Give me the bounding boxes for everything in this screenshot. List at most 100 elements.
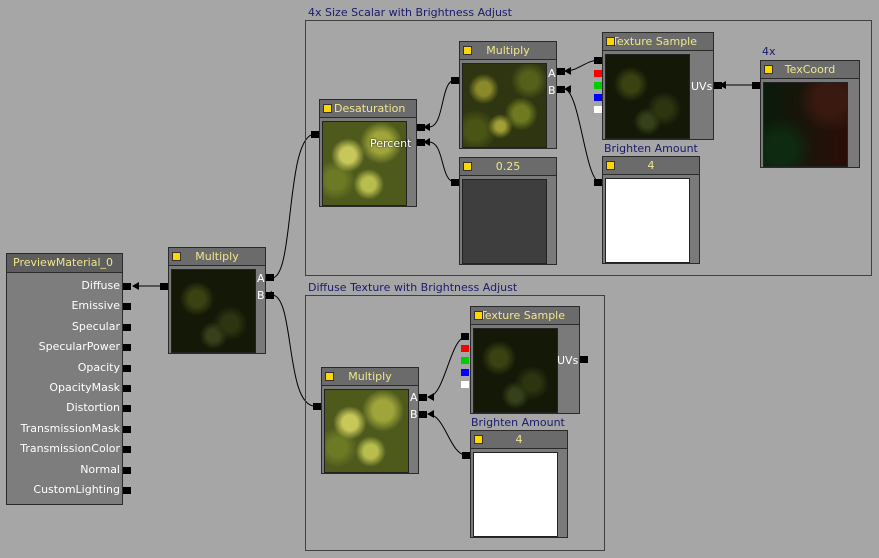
texcoord-header[interactable]: TexCoord (761, 61, 859, 79)
material-node-title: PreviewMaterial_0 (13, 256, 114, 269)
texture-sample-bottom-uvs-pin[interactable] (580, 356, 588, 363)
multiply-top-title: Multiply (486, 44, 530, 57)
wire-arrowhead (132, 282, 139, 290)
multiply-main-node[interactable]: Multiply A B (168, 247, 266, 354)
multiply-top-preview (462, 63, 547, 148)
texture-sample-top-rgb-pin[interactable] (594, 57, 602, 64)
multiply-top-pin-a[interactable] (557, 68, 565, 75)
wire-arrowhead (265, 291, 272, 299)
material-input-diffuse-pin[interactable] (123, 283, 131, 290)
brighten-top-header[interactable]: 4 (603, 157, 699, 175)
multiply-top-pin-b-label: B (548, 84, 556, 97)
material-input-customlighting-pin[interactable] (123, 487, 131, 494)
desaturation-pin-percent[interactable] (417, 139, 425, 146)
node-status-icon (474, 311, 483, 320)
texture-sample-top-header[interactable]: Texture Sample (603, 33, 713, 51)
multiply-main-title: Multiply (195, 250, 239, 263)
material-input-normal-pin[interactable] (123, 466, 131, 474)
comment-group-bottom[interactable] (305, 295, 605, 551)
material-input-transmissioncolor-label: TransmissionColor (20, 442, 120, 456)
brighten-top-title: 4 (647, 159, 655, 172)
material-input-specularpower-label: SpecularPower (38, 340, 120, 354)
multiply-bottom-output-pin[interactable] (313, 403, 321, 410)
node-status-icon (606, 37, 615, 46)
material-input-opacitymask-label: OpacityMask (49, 381, 120, 394)
material-input-opacitymask-pin[interactable] (123, 385, 131, 392)
brighten-bottom-caption: Brighten Amount (471, 416, 565, 429)
multiply-main-pin-a[interactable] (266, 274, 274, 281)
texcoord-node[interactable]: TexCoord (760, 60, 860, 168)
material-input-transmissionmask-label: TransmissionMask (20, 421, 120, 435)
material-input-customlighting-label: CustomLighting (33, 483, 120, 496)
multiply-bottom-header[interactable]: Multiply (322, 368, 418, 386)
desaturation-header[interactable]: Desaturation (320, 100, 416, 118)
texture-sample-bottom-node[interactable]: Texture Sample UVs (470, 306, 580, 414)
multiply-bottom-pin-b[interactable] (419, 411, 427, 418)
constant-025-preview (462, 179, 547, 264)
material-input-specularpower-pin[interactable] (123, 344, 131, 352)
material-node-header[interactable]: PreviewMaterial_0 (7, 254, 122, 273)
material-input-opacity-label: Opacity (77, 360, 120, 374)
material-input-emissive-label: Emissive (71, 299, 120, 313)
material-input-distortion-pin[interactable] (123, 405, 131, 413)
texcoord-output-pin[interactable] (752, 82, 760, 89)
multiply-top-output-pin[interactable] (451, 77, 459, 84)
texcoord-caption: 4x (762, 45, 776, 58)
multiply-top-node[interactable]: Multiply A B (459, 41, 557, 149)
material-input-emissive-pin[interactable] (123, 303, 131, 311)
multiply-main-output-pin[interactable] (160, 283, 168, 290)
texture-sample-top-a-pin[interactable] (594, 106, 602, 113)
material-node[interactable]: PreviewMaterial_0 (6, 253, 123, 505)
texture-sample-bottom-pin-uvs-label: UVs (557, 354, 579, 367)
texcoord-title: TexCoord (784, 63, 836, 76)
material-input-transmissionmask-pin[interactable] (123, 425, 131, 433)
texture-sample-bottom-r-pin[interactable] (461, 345, 469, 352)
multiply-top-header[interactable]: Multiply (460, 42, 556, 60)
brighten-top-node[interactable]: 4 (602, 156, 700, 264)
texture-sample-bottom-rgb-pin[interactable] (461, 333, 469, 340)
multiply-bottom-pin-b-label: B (410, 408, 418, 421)
wire-arrowhead (564, 67, 571, 75)
comment-group-top-title: 4x Size Scalar with Brightness Adjust (308, 6, 512, 19)
material-input-specular-label: Specular (71, 319, 120, 333)
desaturation-output-pin[interactable] (311, 131, 319, 138)
texture-sample-bottom-b-pin[interactable] (461, 369, 469, 376)
constant-025-node[interactable]: 0.25 (459, 157, 557, 265)
desaturation-node[interactable]: Desaturation Percent (319, 99, 417, 207)
node-status-icon (606, 161, 615, 170)
multiply-top-pin-a-label: A (548, 67, 556, 80)
brighten-bottom-node[interactable]: 4 (470, 430, 568, 538)
texture-sample-bottom-g-pin[interactable] (461, 357, 469, 364)
wire-arrowhead (427, 410, 434, 418)
brighten-bottom-header[interactable]: 4 (471, 431, 567, 449)
desaturation-pin-percent-label: Percent (370, 137, 412, 150)
material-input-specular-pin[interactable] (123, 323, 131, 331)
texture-sample-top-uvs-pin[interactable] (714, 82, 722, 89)
multiply-bottom-pin-a-label: A (410, 391, 418, 404)
brighten-top-preview (605, 178, 690, 263)
material-input-transmissioncolor-pin[interactable] (123, 446, 131, 454)
texture-sample-top-b-pin[interactable] (594, 94, 602, 101)
multiply-bottom-pin-a[interactable] (419, 394, 427, 401)
texture-sample-bottom-header[interactable]: Texture Sample (471, 307, 579, 325)
constant-025-output-pin[interactable] (451, 179, 459, 186)
texture-sample-top-node[interactable]: Texture Sample UVs (602, 32, 714, 140)
brighten-bottom-title: 4 (515, 433, 523, 446)
texture-sample-bottom-a-pin[interactable] (461, 381, 469, 388)
node-status-icon (323, 104, 332, 113)
brighten-bottom-output-pin[interactable] (462, 452, 470, 459)
multiply-main-pin-a-label: A (257, 272, 265, 285)
desaturation-input-pin[interactable] (417, 124, 425, 131)
material-input-opacity-pin[interactable] (123, 364, 131, 372)
node-status-icon (172, 252, 181, 261)
constant-025-header[interactable]: 0.25 (460, 158, 556, 176)
wire-arrowhead (719, 81, 726, 89)
texture-sample-top-r-pin[interactable] (594, 70, 602, 77)
texture-sample-top-g-pin[interactable] (594, 82, 602, 89)
desaturation-preview (322, 121, 407, 206)
multiply-main-header[interactable]: Multiply (169, 248, 265, 266)
brighten-top-output-pin[interactable] (594, 179, 602, 186)
multiply-top-pin-b[interactable] (557, 86, 565, 93)
multiply-bottom-node[interactable]: Multiply A B (321, 367, 419, 474)
comment-group-top[interactable] (305, 20, 872, 276)
